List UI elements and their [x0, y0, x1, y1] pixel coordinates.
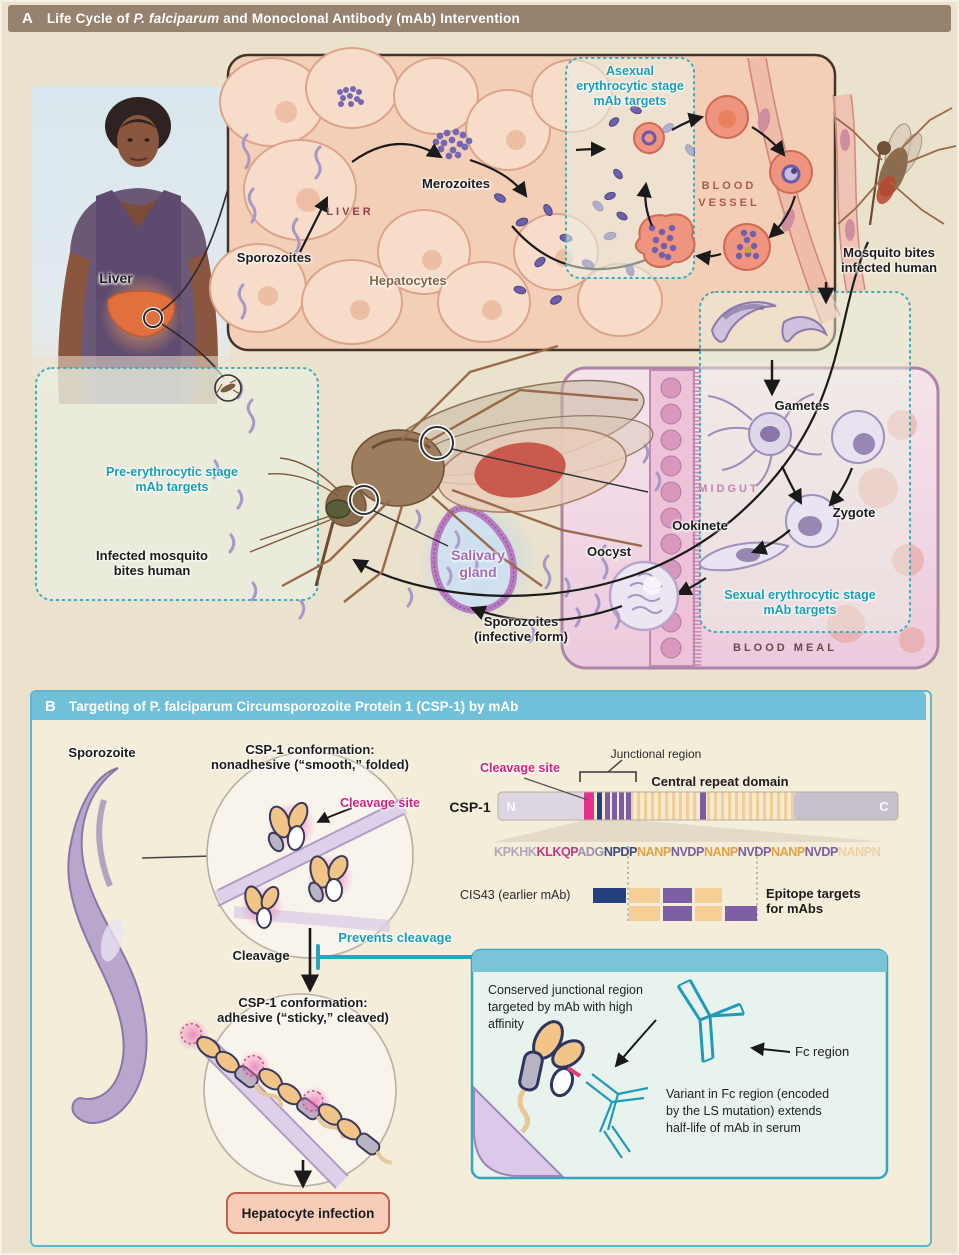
- sequence-segment: NVDP: [670, 845, 705, 859]
- hepatocytes-label: Hepatocytes: [369, 273, 447, 288]
- sequence-segment: KPKHK: [494, 845, 537, 859]
- n-terminus-label: N: [506, 799, 516, 814]
- liver-label: Liver: [99, 270, 133, 286]
- hepatocyte-infection-label: Hepatocyte infection: [241, 1205, 375, 1221]
- hepatocyte-infection-box: Hepatocyte infection: [226, 1192, 390, 1234]
- nonadhesive-conformation-circle: [206, 751, 414, 959]
- sequence-segment: NPDP: [603, 845, 638, 859]
- panel-a-tag: A: [22, 10, 33, 27]
- junctional-sequence: KPKHKKLKQPADGNPDPNANPNVDPNANPNVDPNANPNVD…: [494, 845, 881, 859]
- blood-meal-label: BLOOD MEAL: [733, 642, 837, 654]
- adhesive-conformation-circle: [176, 993, 397, 1189]
- ookinete-label: Ookinete: [672, 518, 728, 533]
- merozoite-cluster-2: [432, 128, 473, 160]
- sequence-segment: KLKQP: [536, 845, 578, 859]
- sequence-segment: NVDP: [804, 845, 839, 859]
- cleavage-site-label-1: Cleavage site: [340, 796, 420, 810]
- merozoites-label: Merozoites: [422, 176, 490, 191]
- cleavage-label: Cleavage: [232, 948, 290, 963]
- mosquito-biting-human: [832, 93, 957, 295]
- oocyst-label: Oocyst: [586, 544, 632, 559]
- infected-human-figure: [32, 86, 230, 406]
- biting-mosquito-marker: [214, 374, 242, 402]
- mab-info-box: [470, 948, 889, 1180]
- liver-inset-connector: [160, 177, 232, 312]
- merozoite-cluster-1: [337, 86, 364, 107]
- gametes-label: Gametes: [774, 398, 830, 413]
- c-terminus-label: C: [879, 799, 889, 814]
- sequence-segment: NANP: [637, 845, 671, 859]
- center-mosquito: [249, 344, 654, 603]
- panel-b-title: Targeting of P. falciparum Circumsporozo…: [68, 698, 519, 714]
- adhesive-title: CSP-1 conformation:adhesive (“sticky,” c…: [217, 995, 389, 1026]
- panel-a-header: A Life Cycle of P. falciparum and Monocl…: [8, 5, 951, 32]
- transmission-arrow: [352, 241, 869, 597]
- extended-csp1-proteins: [176, 1018, 392, 1165]
- panel-a-title: Life Cycle of P. falciparum and Monoclon…: [46, 11, 520, 26]
- blood-stage-cycle: [575, 95, 813, 271]
- panel-b-tag: B: [45, 697, 56, 715]
- prevents-cleavage-label: Prevents cleavage: [338, 930, 452, 945]
- sequence-segment: NANP: [770, 845, 805, 859]
- sequence-segment: NANP: [703, 845, 738, 859]
- csp1-label: CSP-1: [449, 799, 491, 815]
- liver-caps-label: LIVER: [326, 206, 374, 218]
- nonadhesive-title: CSP-1 conformation:nonadhesive (“smooth,…: [211, 742, 409, 773]
- panel-b-header: B Targeting of P. falciparum Circumsporo…: [32, 692, 926, 720]
- sporozoite-label: Sporozoite: [68, 745, 136, 760]
- cleavage-site-label-2: Cleavage site: [480, 761, 560, 775]
- zygote-label: Zygote: [832, 505, 876, 520]
- pre-erythrocytic-target-box: [35, 367, 319, 601]
- sporozoites-label: Sporozoites: [236, 250, 312, 265]
- sequence-segment: NVDP: [737, 845, 772, 859]
- panel-b-sporozoite: [67, 767, 213, 1124]
- csp1-protein-bar: [494, 759, 899, 924]
- sexual-target-box: [699, 291, 911, 633]
- free-antibody: [676, 979, 745, 1063]
- junctional-region-label: Junctional region: [610, 747, 702, 761]
- sequence-segment: NANPN: [837, 845, 881, 859]
- migrating-sporozoites: [212, 379, 662, 644]
- central-repeat-label: Central repeat domain: [651, 774, 789, 789]
- oocyst: [564, 544, 680, 632]
- bound-csp1-mab: [517, 1020, 649, 1159]
- cis43-label: CIS43 (earlier mAb): [460, 888, 571, 902]
- oocyst-to-gland-arrow: [469, 604, 623, 622]
- fc-region-label: Fc region: [795, 1044, 850, 1059]
- sequence-segment: ADG: [577, 845, 604, 859]
- blood-meal-rbcs: [827, 410, 925, 653]
- midgut-label: MIDGUT: [698, 483, 760, 495]
- sexual-stages: [676, 282, 885, 595]
- salivary-gland: [416, 500, 540, 624]
- prevents-cleavage-inhibitor: [316, 944, 474, 970]
- sporozoites-infective-label: Sporozoites(infective form): [474, 614, 568, 645]
